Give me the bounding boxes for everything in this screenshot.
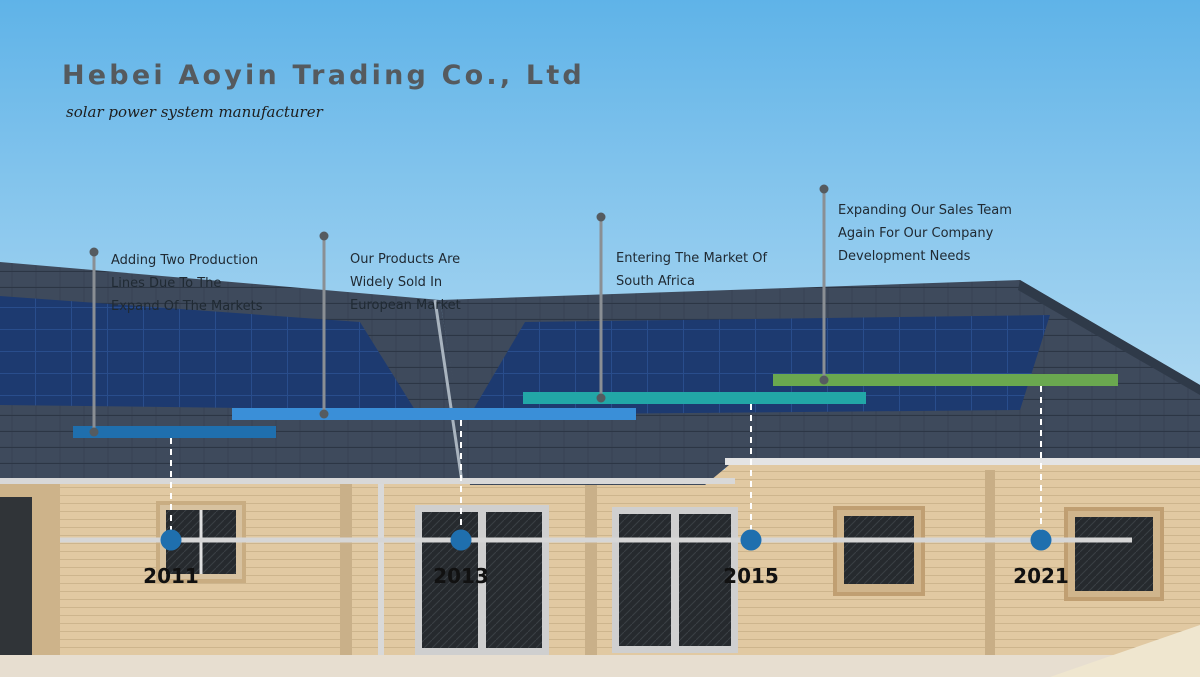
stem-bottom-dot-2013	[319, 409, 329, 419]
timeline-node-2015	[740, 529, 762, 551]
event-line: Again For Our Company	[838, 226, 994, 241]
year-label-2011: 2011	[143, 564, 199, 588]
event-line: Our Products Are	[350, 252, 461, 267]
page-title: Hebei Aoyin Trading Co., Ltd	[62, 60, 585, 91]
event-line: Widely Sold In	[350, 275, 443, 290]
stem-bottom-dot-2011	[89, 427, 99, 437]
stem-bottom-dot-2015	[596, 393, 606, 403]
period-bar-2021	[773, 374, 1118, 386]
stem-top-dot-2011	[89, 247, 99, 257]
timeline-node-2013	[450, 529, 472, 551]
event-line: European Market	[350, 298, 461, 313]
event-line: Expanding Our Sales Team	[838, 203, 1012, 218]
stem-top-dot-2021	[819, 184, 829, 194]
stem-top-dot-2015	[596, 212, 606, 222]
event-line: South Africa	[616, 274, 695, 289]
event-line: Adding Two Production	[111, 253, 259, 268]
timeline-node-2021	[1030, 529, 1052, 551]
year-label-2021: 2021	[1013, 564, 1069, 588]
period-bar-2015	[523, 392, 866, 404]
period-bar-2011	[73, 426, 276, 438]
event-line: Entering The Market Of	[616, 251, 768, 266]
year-label-2013: 2013	[433, 564, 489, 588]
event-line: Lines Due To The	[111, 276, 222, 291]
stem-bottom-dot-2021	[819, 375, 829, 385]
event-description-2015: Entering The Market Of South Africa	[616, 247, 767, 293]
year-label-2015: 2015	[723, 564, 779, 588]
stem-top-dot-2013	[319, 231, 329, 241]
event-line: Development Needs	[838, 249, 971, 264]
period-bar-2013	[232, 408, 636, 420]
event-line: Expand Of The Markets	[111, 299, 263, 314]
timeline-node-2011	[160, 529, 182, 551]
page-subtitle: solar power system manufacturer	[66, 103, 323, 121]
timeline-layer	[60, 184, 1132, 551]
